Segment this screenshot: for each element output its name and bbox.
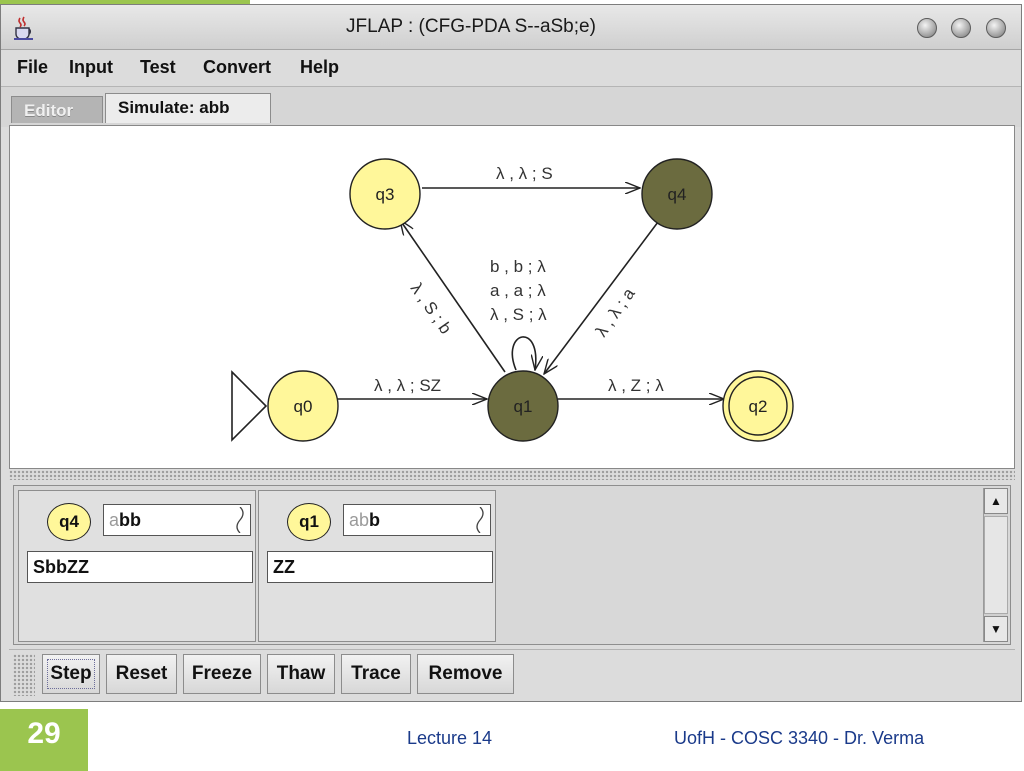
input-remaining: bb xyxy=(119,510,142,530)
slide-accent-bar xyxy=(0,0,250,4)
tape-tear-icon xyxy=(236,507,244,533)
state-q3[interactable] xyxy=(349,158,421,230)
maximize-button[interactable] xyxy=(951,18,971,38)
stack-contents: SbbZZ xyxy=(27,551,253,583)
configuration-q1[interactable]: q1 abb ZZ xyxy=(258,490,496,642)
transition-label-q1-q2: λ , Z ; λ xyxy=(608,376,664,395)
pda-diagram: q3 q4 q0 q1 q2 λ , λ ; S λ , λ ; SZ λ , … xyxy=(231,158,794,442)
panel-splitter[interactable] xyxy=(9,470,1015,480)
input-read: a xyxy=(109,510,120,530)
self-loop-label-3: λ , S ; λ xyxy=(490,305,547,324)
menu-file[interactable]: File xyxy=(17,57,49,77)
footer-lecture: Lecture 14 xyxy=(407,728,493,748)
config-state-q4: q4 xyxy=(47,503,91,541)
jflap-window: JFLAP : (CFG-PDA S--aSb;e) File Input Te… xyxy=(0,4,1022,702)
configuration-q4[interactable]: q4 abb SbbZZ xyxy=(18,490,256,642)
transition-arrow-q1-q3 xyxy=(400,220,506,373)
initial-state-marker xyxy=(231,370,268,442)
tab-simulate[interactable]: Simulate: abb xyxy=(105,93,271,123)
state-label-q3: q3 xyxy=(376,185,395,204)
self-loop-label-1: b , b ; λ xyxy=(490,257,546,276)
transition-arrow-q4-q1 xyxy=(544,221,659,374)
state-label-q2: q2 xyxy=(749,397,768,416)
tab-editor[interactable]: Editor xyxy=(11,96,103,123)
config-state-q1: q1 xyxy=(287,503,331,541)
java-coffee-icon[interactable] xyxy=(11,15,37,41)
simulation-toolbar: Step Reset Freeze Thaw Trace Remove xyxy=(9,649,1015,700)
scroll-down-icon[interactable]: ▼ xyxy=(984,616,1008,642)
slide-footer: 29 Lecture 14 UofH - COSC 3340 - Dr. Ver… xyxy=(0,703,1024,771)
tab-strip: Editor Simulate: abb xyxy=(1,87,1021,127)
transition-label-q0-q1: λ , λ ; SZ xyxy=(374,376,441,395)
menu-test[interactable]: Test xyxy=(140,57,176,77)
title-bar: JFLAP : (CFG-PDA S--aSb;e) xyxy=(1,5,1021,50)
minimize-button[interactable] xyxy=(917,18,937,38)
step-button[interactable]: Step xyxy=(42,654,100,694)
state-q4[interactable] xyxy=(641,158,713,230)
menu-convert[interactable]: Convert xyxy=(203,57,272,77)
reset-button[interactable]: Reset xyxy=(106,654,177,694)
input-tape: abb xyxy=(103,504,251,536)
config-scrollbar[interactable]: ▲ ▼ xyxy=(983,488,1008,642)
final-state-ring-q2 xyxy=(728,376,788,436)
self-loop-arrow-q1 xyxy=(511,336,535,370)
trace-button[interactable]: Trace xyxy=(341,654,411,694)
state-label-q4: q4 xyxy=(668,185,687,204)
footer-course: UofH - COSC 3340 - Dr. Verma xyxy=(674,728,925,748)
automaton-canvas[interactable]: q3 q4 q0 q1 q2 λ , λ ; S λ , λ ; SZ λ , … xyxy=(9,125,1015,469)
toolbar-grip[interactable] xyxy=(13,654,35,696)
configuration-panel: q4 abb SbbZZ q1 abb ZZ ▲ ▼ xyxy=(13,485,1011,645)
close-button[interactable] xyxy=(986,18,1006,38)
state-q1[interactable] xyxy=(487,370,559,442)
state-label-q0: q0 xyxy=(294,397,313,416)
slide-page-number: 29 xyxy=(0,709,88,771)
transition-label-q3-q4: λ , λ ; S xyxy=(496,164,553,183)
thaw-button[interactable]: Thaw xyxy=(267,654,335,694)
input-tape: abb xyxy=(343,504,491,536)
transition-label-q1-q3: λ , S ; b xyxy=(407,279,456,337)
state-q2[interactable] xyxy=(722,370,794,442)
freeze-button[interactable]: Freeze xyxy=(183,654,261,694)
menu-bar: File Input Test Convert Help xyxy=(1,50,1021,87)
self-loop-label-2: a , a ; λ xyxy=(490,281,546,300)
input-remaining: b xyxy=(369,510,381,530)
menu-help[interactable]: Help xyxy=(300,57,340,77)
scroll-track[interactable] xyxy=(984,516,1008,614)
menu-input[interactable]: Input xyxy=(69,57,113,77)
stack-contents: ZZ xyxy=(267,551,493,583)
input-read: ab xyxy=(349,510,370,530)
transition-label-q4-q1: λ , λ ; a xyxy=(592,284,639,340)
state-label-q1: q1 xyxy=(514,397,533,416)
remove-button[interactable]: Remove xyxy=(417,654,514,694)
tape-tear-icon xyxy=(476,507,484,533)
state-q0[interactable] xyxy=(267,370,339,442)
scroll-up-icon[interactable]: ▲ xyxy=(984,488,1008,514)
window-title: JFLAP : (CFG-PDA S--aSb;e) xyxy=(346,16,596,37)
